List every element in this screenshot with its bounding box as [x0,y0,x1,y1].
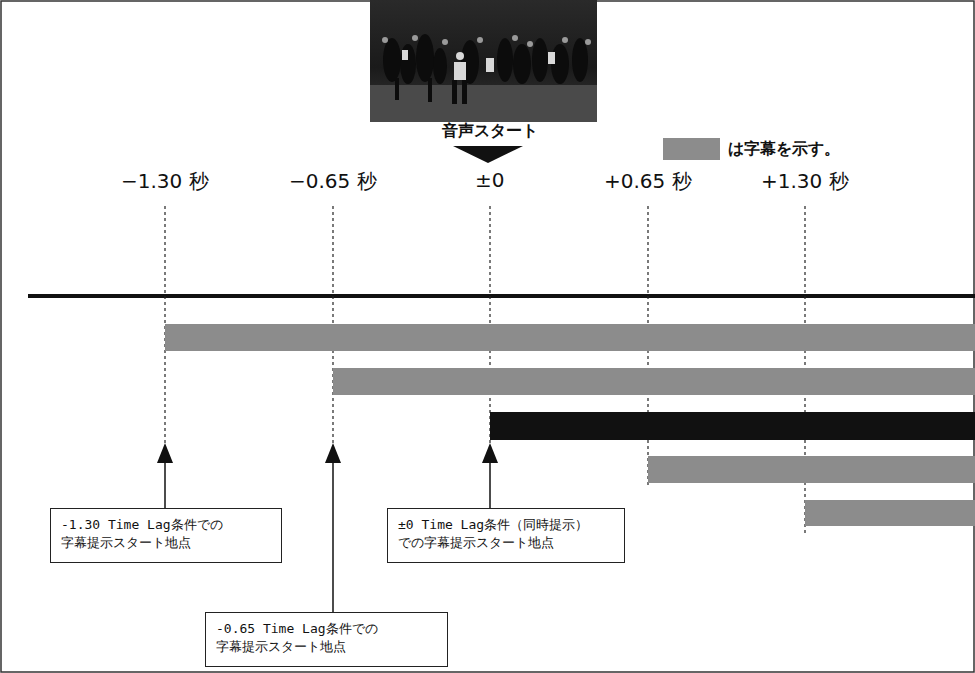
callout-text: -1.30 Time Lag条件での 字幕提示スタート地点 [61,516,271,552]
time-label: −1.30 秒 [121,168,209,195]
photo [370,0,597,122]
start-label: 音声スタート [442,121,538,142]
time-label: ±0 [475,168,504,192]
callout-box: ±0 Time Lag条件（同時提示） での字幕提示スタート地点 [387,508,625,563]
time-label: +1.30 秒 [761,168,849,195]
callout-box: -0.65 Time Lag条件での 字幕提示スタート地点 [205,612,448,667]
legend-swatch [663,138,720,160]
callout-box: -1.30 Time Lag条件での 字幕提示スタート地点 [50,508,282,563]
time-label: +0.65 秒 [604,168,692,195]
time-axis [28,294,975,298]
callout-text: -0.65 Time Lag条件での 字幕提示スタート地点 [216,620,437,656]
time-label: −0.65 秒 [289,168,377,195]
start-marker [453,146,523,163]
legend-text: は字幕を示す。 [728,139,840,160]
subtitle-bars [165,324,975,526]
callout-text: ±0 Time Lag条件（同時提示） での字幕提示スタート地点 [398,516,614,552]
